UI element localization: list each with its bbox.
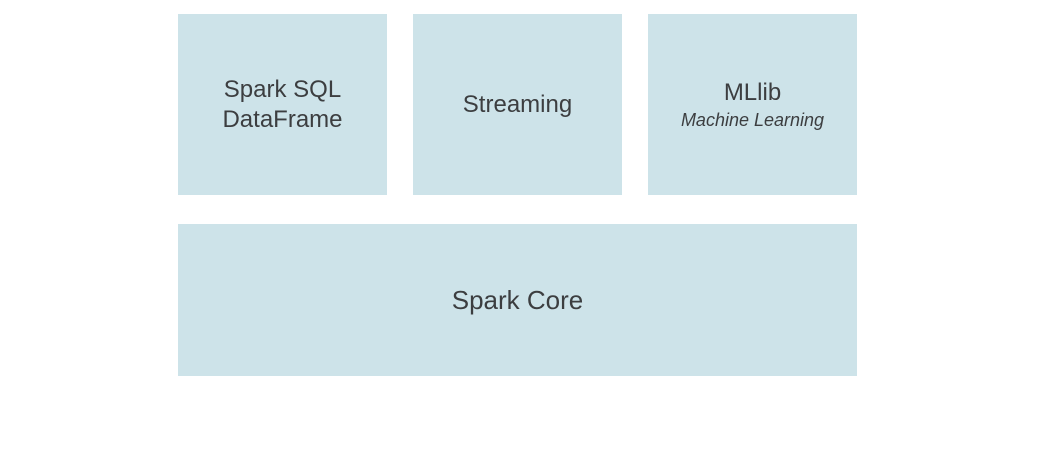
diagram-box-spark-sql-dataframe: Spark SQL DataFrame xyxy=(178,14,387,195)
box-label-spark-sql-dataframe: Spark SQL DataFrame xyxy=(222,75,343,133)
diagram-box-spark-core: Spark Core xyxy=(178,224,857,376)
box-sublabel-machine-learning: Machine Learning xyxy=(680,109,825,130)
box-label-streaming: Streaming xyxy=(462,90,573,118)
diagram-box-mllib: MLlib Machine Learning xyxy=(648,14,857,195)
box-label-spark-core: Spark Core xyxy=(451,285,584,315)
box-label-mllib: MLlib xyxy=(723,78,782,106)
diagram-box-streaming: Streaming xyxy=(413,14,622,195)
